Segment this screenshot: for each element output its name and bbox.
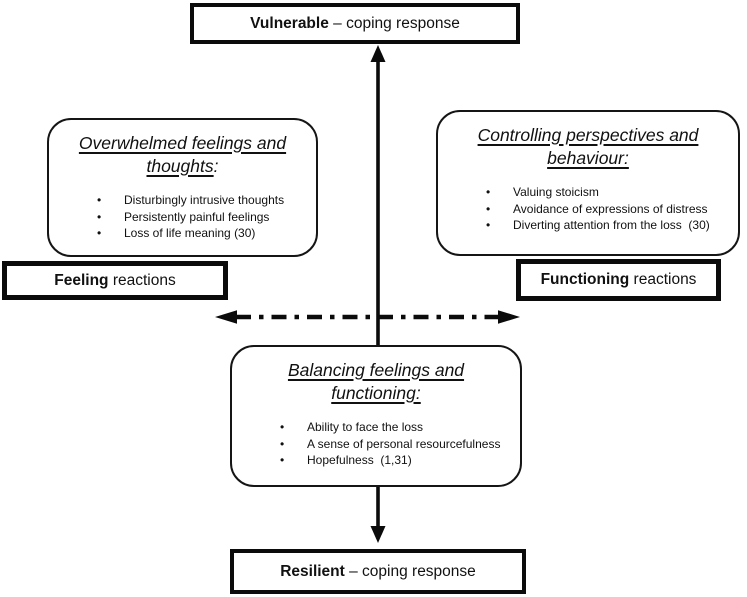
list-item: • Hopefulness (1,31) (280, 452, 520, 469)
arrowhead-up-icon (370, 45, 386, 62)
feeling-suffix: reactions (108, 271, 176, 289)
bullet-label: Disturbingly intrusive thoughts (124, 193, 285, 207)
controlling-title-line1: Controlling perspectives and (477, 125, 699, 145)
resilient-suffix: – coping response (344, 562, 476, 580)
bullet-icon: • (280, 453, 285, 467)
balancing-bullet-list: • Ability to face the loss • A sense of … (232, 419, 520, 469)
feeling-reactions-box: Feeling reactions (2, 261, 228, 300)
bullet-icon: • (97, 209, 102, 224)
bullet-label: Diverting attention from the loss (30) (513, 218, 710, 232)
vulnerable-label: Vulnerable – coping response (250, 15, 460, 33)
controlling-bullet-list: • Valuing stoicism • Avoidance of expres… (438, 184, 738, 234)
list-item: • Avoidance of expressions of distress (486, 201, 738, 218)
feeling-label: Feeling reactions (54, 272, 175, 290)
bullet-label: Ability to face the loss (307, 420, 424, 434)
functioning-suffix: reactions (629, 271, 697, 288)
resilient-label: Resilient – coping response (280, 563, 476, 581)
balancing-feelings-box: Balancing feelings and functioning: • Ab… (230, 345, 522, 487)
bullet-label: Persistently painful feelings (124, 209, 270, 224)
vulnerable-emphasis: Vulnerable (250, 14, 329, 32)
controlling-title: Controlling perspectives and behaviour: (438, 112, 738, 170)
overwhelmed-title: Overwhelmed feelings and thoughts: (49, 120, 316, 178)
vulnerable-coping-box: Vulnerable – coping response (190, 3, 520, 44)
overwhelmed-bullet-list: • Disturbingly intrusive thoughts • Pers… (49, 192, 316, 242)
list-item: • Diverting attention from the loss (30) (486, 217, 738, 234)
functioning-emphasis: Functioning (540, 271, 630, 288)
overwhelmed-title-line2: thoughts (146, 156, 214, 176)
functioning-label: Functioning reactions (541, 271, 697, 289)
vulnerable-suffix: – coping response (328, 14, 460, 32)
list-item: • Persistently painful feelings (97, 209, 316, 226)
resilient-emphasis: Resilient (280, 562, 345, 580)
list-item: • Disturbingly intrusive thoughts (97, 192, 316, 209)
bullet-icon: • (486, 201, 491, 216)
bullet-label: Hopefulness (1,31) (307, 453, 412, 467)
horizontal-dashdot-arrow (215, 310, 520, 324)
balancing-title-line1: Balancing feelings and (287, 360, 465, 380)
bullet-label: A sense of personal resourcefulness (307, 436, 501, 451)
feeling-emphasis: Feeling (54, 271, 109, 289)
arrowhead-left-icon (215, 310, 237, 324)
list-item: • A sense of personal resourcefulness (280, 436, 520, 453)
bullet-icon: • (97, 193, 102, 207)
bullet-label: Valuing stoicism (513, 185, 599, 199)
list-item: • Loss of life meaning (30) (97, 225, 316, 242)
resilient-coping-box: Resilient – coping response (230, 549, 526, 594)
overwhelmed-title-colon: : (213, 156, 219, 176)
controlling-perspectives-box: Controlling perspectives and behaviour: … (436, 110, 740, 256)
overwhelmed-feelings-box: Overwhelmed feelings and thoughts: • Dis… (47, 118, 318, 257)
list-item: • Ability to face the loss (280, 419, 520, 436)
bullet-icon: • (486, 218, 491, 232)
bullet-label: Loss of life meaning (30) (124, 226, 256, 240)
bullet-label: Avoidance of expressions of distress (513, 201, 708, 216)
bullet-icon: • (486, 185, 491, 199)
list-item: • Valuing stoicism (486, 184, 738, 201)
arrowhead-down-icon (370, 526, 386, 543)
bullet-icon: • (280, 420, 285, 434)
overwhelmed-title-line1: Overwhelmed feelings and (78, 133, 287, 153)
functioning-reactions-box: Functioning reactions (516, 259, 721, 301)
bullet-icon: • (97, 226, 102, 240)
bullet-icon: • (280, 436, 285, 451)
balancing-title: Balancing feelings and functioning: (232, 347, 520, 405)
arrowhead-right-icon (498, 310, 520, 324)
controlling-title-line2: behaviour: (547, 148, 629, 168)
balancing-title-line2: functioning: (331, 383, 421, 403)
